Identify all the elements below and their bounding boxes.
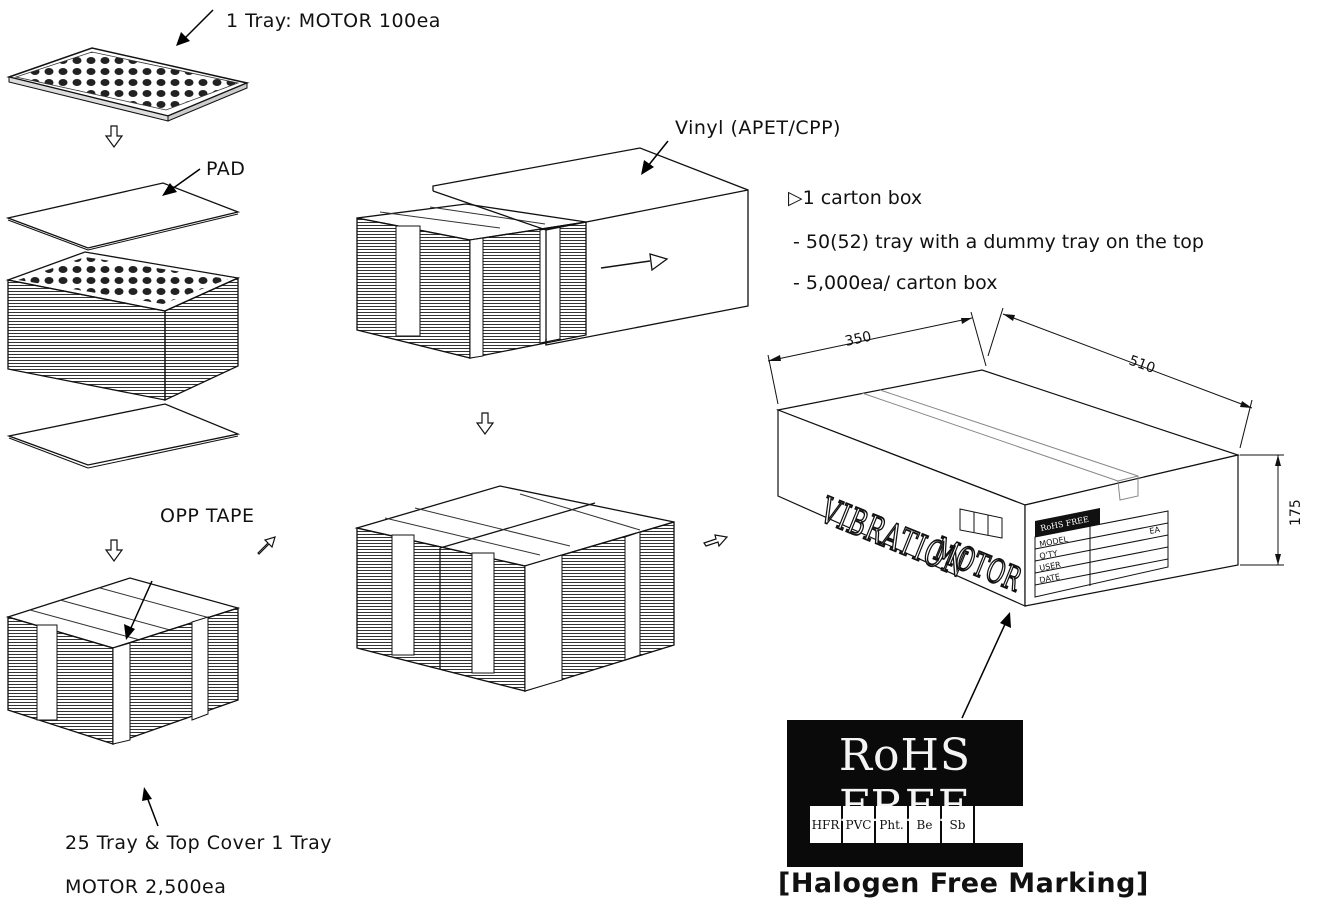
right-arrow-icon — [703, 534, 729, 548]
box-label-user: USER — [1039, 560, 1062, 573]
tray-label: 1 Tray: MOTOR 100ea — [226, 10, 441, 32]
carton-spec-line1: - 50(52) tray with a dummy tray on the t… — [793, 231, 1204, 253]
rohs-cell-blank — [975, 806, 1023, 843]
rohs-cell-be: Be — [909, 806, 940, 843]
stack-caption-line1: 25 Tray & Top Cover 1 Tray — [65, 832, 333, 854]
vinyl-bag — [432, 147, 749, 346]
vinyl-wrapped-stack — [356, 203, 587, 359]
box-label-qty: Q'TY — [1039, 549, 1059, 561]
rohs-cell-sb: Sb — [942, 806, 973, 843]
diagonal-arrow-icon — [257, 536, 276, 555]
bottom-pad-sheet — [6, 403, 241, 469]
vinyl-label: Vinyl (APET/CPP) — [675, 117, 841, 139]
carton-box — [767, 307, 1284, 607]
tray-stack — [5, 251, 241, 402]
rohs-cell-pvc: PVC — [843, 806, 874, 843]
carton-spec-line2: - 5,000ea/ carton box — [793, 272, 998, 294]
box-label-date: DATE — [1039, 572, 1061, 585]
down-arrow-icon — [104, 539, 124, 563]
dimension-height: 175 — [1288, 499, 1304, 526]
pad-sheet — [5, 182, 241, 251]
double-tray-stack — [354, 485, 675, 692]
opp-tape-label: OPP TAPE — [160, 505, 255, 527]
box-label-ea: EA — [1149, 525, 1162, 536]
down-arrow-icon — [104, 125, 124, 149]
down-arrow-icon — [475, 412, 495, 436]
carton-heading: ▷1 carton box — [788, 187, 923, 209]
rohs-free-marking: RoHS FREE HFR PVC Pht. Be Sb — [787, 720, 1023, 867]
rohs-substance-row: HFR PVC Pht. Be Sb — [810, 806, 1025, 843]
rohs-cell-hfr: HFR — [810, 806, 841, 843]
halogen-free-caption: [Halogen Free Marking] — [778, 868, 1149, 899]
stack-caption-line2: MOTOR 2,500ea — [65, 876, 227, 898]
pad-label: PAD — [206, 158, 246, 180]
dimension-width: 350 — [844, 329, 873, 350]
right-arrow-icon — [600, 253, 669, 272]
dimension-length: 510 — [1127, 353, 1158, 377]
taped-tray-stack — [5, 577, 241, 745]
single-tray — [6, 47, 250, 122]
rohs-cell-pht: Pht. — [876, 806, 907, 843]
